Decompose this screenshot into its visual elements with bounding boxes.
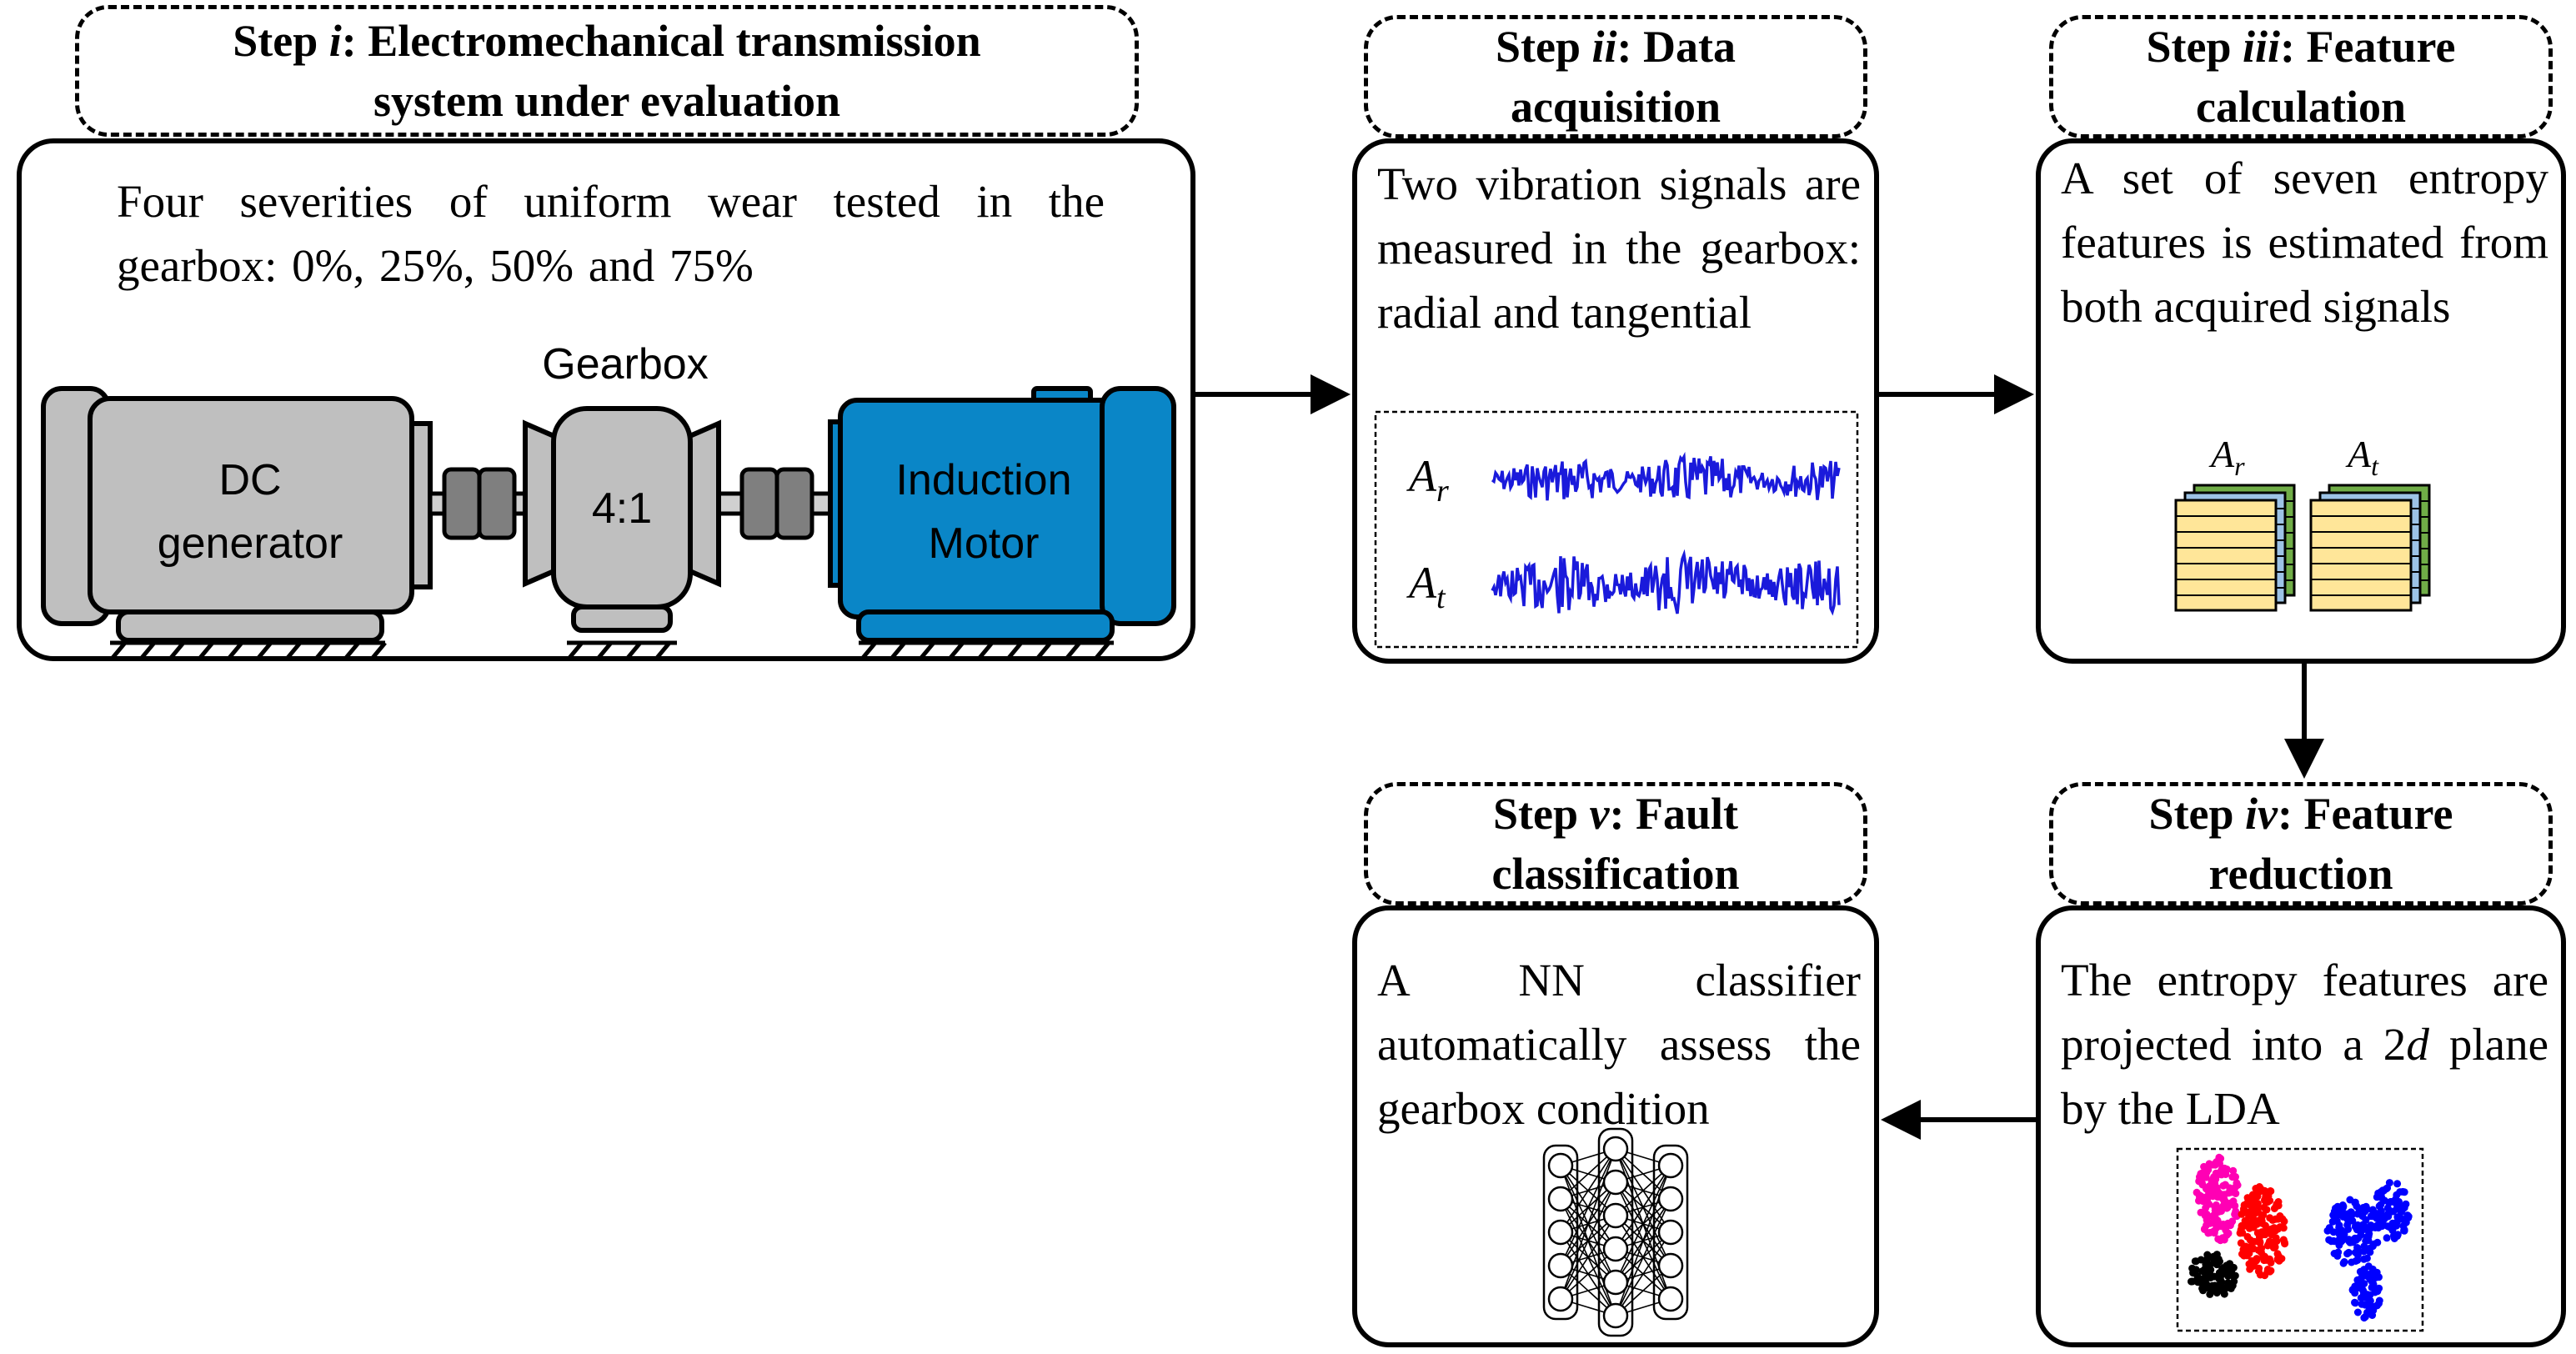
step-iv-box bbox=[2036, 905, 2566, 1347]
feature-table-radial bbox=[2174, 484, 2296, 612]
step-ii-header: Step ii: Data acquisition bbox=[1364, 15, 1867, 138]
lda-plot-frame bbox=[2176, 1147, 2424, 1332]
step-iv-header: Step iv: Feature reduction bbox=[2049, 782, 2553, 905]
tangential-signal-label: At bbox=[1409, 558, 1446, 615]
step-i-description: Four severities of uniform wear tested i… bbox=[117, 176, 1105, 291]
step-iv-description: The entropy features are projected into … bbox=[2061, 955, 2548, 1134]
table-tangential-label: At bbox=[2348, 433, 2378, 482]
generator-ground-hatch bbox=[110, 640, 387, 659]
signal-panel bbox=[1374, 410, 1859, 649]
step-iii-box bbox=[2036, 138, 2566, 664]
gearbox bbox=[523, 406, 721, 633]
step-v-description: A NN classifier automatically assess the… bbox=[1377, 955, 1861, 1134]
step-v-header: Step v: Fault classification bbox=[1364, 782, 1867, 905]
coupling-left bbox=[442, 467, 517, 540]
motor-label: Induction Motor bbox=[895, 456, 1072, 568]
motor-ground-hatch bbox=[859, 640, 1114, 659]
step-i-header: Step i: Electromechanical transmission s… bbox=[75, 5, 1139, 137]
step-iii-header: Step iii: Feature calculation bbox=[2049, 15, 2553, 138]
generator-label: DC generator bbox=[157, 456, 343, 568]
neural-network-diagram bbox=[1542, 1127, 1689, 1337]
tangential-signal-trace bbox=[1491, 549, 1841, 616]
step-iii-description: A set of seven entropy features is estim… bbox=[2061, 153, 2548, 332]
dc-generator bbox=[41, 386, 433, 643]
ratio-label: 4:1 bbox=[591, 484, 653, 533]
lda-scatter bbox=[2188, 1153, 2413, 1322]
step-ii-description: Two vibration signals are measured in th… bbox=[1377, 158, 1861, 338]
table-radial-label: Ar bbox=[2211, 433, 2245, 482]
radial-signal-label: Ar bbox=[1409, 451, 1449, 509]
gearbox-ground-hatch bbox=[567, 640, 677, 659]
induction-motor bbox=[828, 386, 1176, 643]
coupling-right bbox=[739, 467, 814, 540]
gearbox-label: Gearbox bbox=[542, 340, 709, 389]
feature-table-tangential bbox=[2309, 484, 2431, 612]
radial-signal-trace bbox=[1491, 451, 1841, 501]
